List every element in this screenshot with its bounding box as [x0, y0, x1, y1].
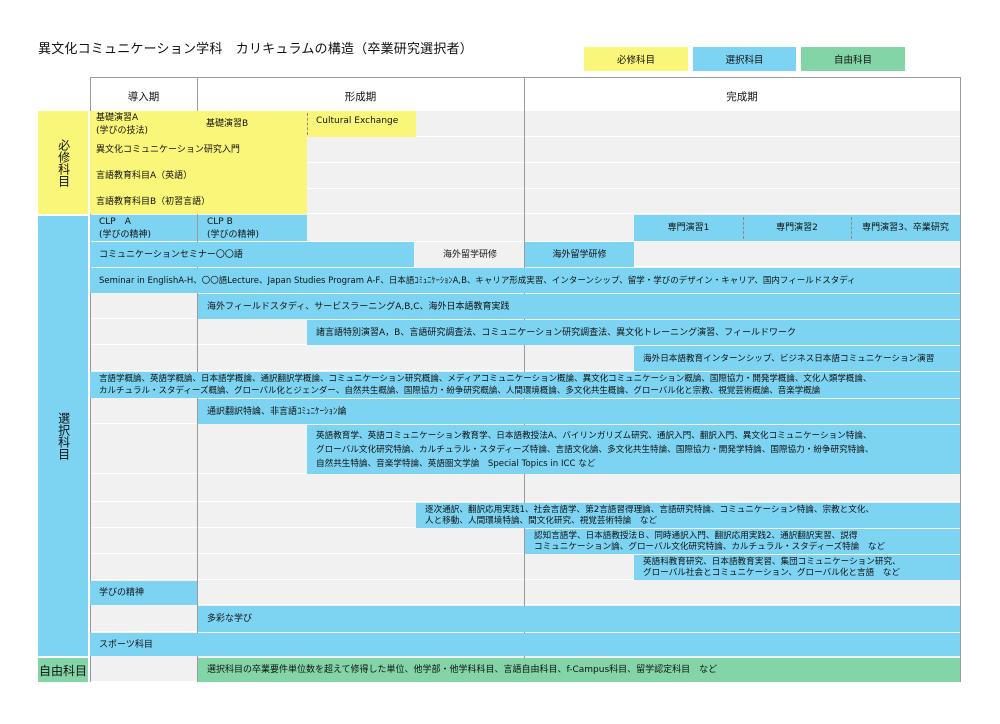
- group-elective: 選択科目: [38, 216, 88, 656]
- group-free: 自由科目: [38, 658, 88, 682]
- course-eigoka: 英語科教育研究、日本語教育実習、集団コミュニケーション研究、 グローバル社会とコ…: [634, 555, 960, 580]
- course-clp-a: CLP A (学びの精神): [90, 215, 197, 241]
- course-japanese-intern-label: 海外日本語教育インターンシップ、ビジネス日本語コミュニケーション演習: [643, 353, 935, 364]
- course-kiso-a: 基礎演習A (学びの技法): [90, 111, 197, 137]
- legend-elective: 選択科目: [693, 47, 796, 71]
- course-field-study: 海外フィールドスタディ、サービスラーニングA,B,C、海外日本語教育実践: [198, 294, 960, 319]
- course-special-seminar-label: 諸言語特別演習A，B、言語研究調査法、コミュニケーション研究調査法、異文化トレー…: [316, 327, 796, 338]
- course-kiso-a-line2: (学びの技法): [96, 125, 149, 136]
- course-comm-seminar: コミュニケーションセミナー〇〇語: [90, 242, 414, 267]
- course-gairon-line2: カルチュラル・スタディーズ概論、グローバル化とジェンダー、自然共生概論、国際協力…: [99, 385, 821, 396]
- course-kiso-a-line1: 基礎演習A: [96, 113, 139, 123]
- course-lang-b: 言語教育科目B（初習言語）: [90, 189, 307, 214]
- course-ninchi-line1: 認知言語学、日本語教授法Ｂ、同時通訳入門、翻訳応用実践2、通訳翻訳実習、説得: [534, 530, 858, 541]
- phase-formation: 形成期: [344, 90, 377, 103]
- course-eigoka-line1: 英語科教育研究、日本語教育実習、集団コミュニケーション研究、: [643, 556, 901, 567]
- course-eigo-kyoiku-line2: グローバル文化研究特論、カルチュラル・スタディーズ特論、言語文化論、多文化共生特…: [316, 445, 874, 455]
- course-clp-b: CLP B (学びの精神): [198, 215, 307, 241]
- course-ninchi: 認知言語学、日本語教授法Ｂ、同時通訳入門、翻訳応用実践2、通訳翻訳実習、説得 コ…: [525, 529, 960, 554]
- course-free-desc-label: 選択科目の卒業要件単位数を超えて修得した単位、他学部・他学科科目、言語自由科目、…: [207, 665, 718, 676]
- course-clp-a-line1: CLP A: [99, 217, 131, 227]
- legend-free: 自由科目: [801, 47, 905, 71]
- course-cultural-exchange-label: Cultural Exchange: [316, 116, 399, 127]
- group-free-label: 自由科目: [38, 663, 87, 678]
- course-ninchi-line2: コミュニケーション論、グローバル文化研究特論、カルチュラル・スタディーズ特論 な…: [534, 542, 886, 552]
- course-chikuji: 逐次通訳、翻訳応用実践1、社会言語学、第2言語習得理論、言語研究特論、コミュニケ…: [416, 503, 960, 528]
- group-required-label: 必修科目: [56, 138, 71, 187]
- course-clp-b-line2: (学びの精神): [207, 229, 260, 240]
- course-kiso-b: 基礎演習B: [197, 111, 307, 137]
- course-kaigai-1: 海外留学研修: [416, 242, 524, 267]
- course-kaigai-2: 海外留学研修: [525, 242, 634, 267]
- course-cultural-exchange: Cultural Exchange: [307, 111, 416, 137]
- course-tasai: 多彩な学び: [198, 606, 960, 632]
- course-comm-seminar-label: コミュニケーションセミナー〇〇語: [99, 249, 243, 260]
- divider-dashed: [851, 217, 852, 239]
- band-row: [90, 580, 960, 605]
- course-lang-b-label: 言語教育科目B（初習言語）: [96, 196, 211, 207]
- course-special-seminar: 諸言語特別演習A，B、言語研究調査法、コミュニケーション研究調査法、異文化トレー…: [307, 320, 960, 345]
- course-senmon-2-label: 専門演習2: [776, 223, 818, 234]
- course-seminar-english: Seminar in EnglishA-H、〇〇語Lecture、Japan S…: [90, 268, 960, 293]
- band-row: [90, 474, 960, 502]
- course-chikuji-line1: 逐次通訳、翻訳応用実践1、社会言語学、第2言語習得理論、言語研究特論、コミュニケ…: [425, 504, 875, 515]
- legend-required: 必修科目: [584, 47, 688, 71]
- course-chikuji-line2: 人と移動、人間環境特論、間文化研究、視覚芸術特論 など: [425, 516, 658, 526]
- course-eigo-kyoiku: 英語教育学、英語コミュニケーション教育学、日本語教授法A、バイリンガリズム研究、…: [307, 425, 960, 474]
- course-clp-a-line2: (学びの精神): [99, 229, 152, 240]
- course-ibunka-intro-label: 異文化コミュニケーション研究入門: [96, 145, 240, 156]
- course-field-study-label: 海外フィールドスタディ、サービスラーニングA,B,C、海外日本語教育実践: [207, 301, 510, 312]
- phase-completion: 完成期: [726, 90, 758, 103]
- course-tasai-label: 多彩な学び: [207, 614, 253, 625]
- course-senmon-2: 専門演習2: [743, 215, 851, 241]
- header-top-line: [90, 77, 961, 78]
- course-kaigai-1-label: 海外留学研修: [442, 249, 497, 260]
- course-japanese-intern: 海外日本語教育インターンシップ、ビジネス日本語コミュニケーション演習: [634, 346, 960, 371]
- group-elective-label: 選択科目: [56, 412, 71, 460]
- grid-line-right: [960, 77, 961, 682]
- course-tsuyaku-tokuron-label: 通訳翻訳特論、非言語ｺﾐｭﾆｹｰｼｮﾝ論: [207, 406, 347, 417]
- course-eigo-kyoiku-line1: 英語教育学、英語コミュニケーション教育学、日本語教授法A、バイリンガリズム研究、…: [316, 431, 872, 441]
- course-eigo-kyoiku-line3: 自然共生特論、音楽学特論、英語圏文学論 Special Topics in IC…: [316, 459, 596, 469]
- course-senmon-1: 専門演習1: [634, 215, 743, 241]
- course-gairon-line1: 言語学概論、英語学概論、日本語学概論、通訳翻訳学概論、コミュニケーション研究概論…: [99, 374, 872, 384]
- course-clp-b-line1: CLP B: [207, 217, 233, 227]
- course-ibunka-intro: 異文化コミュニケーション研究入門: [90, 137, 307, 163]
- course-kaigai-2-label: 海外留学研修: [552, 249, 607, 260]
- course-gairon: 言語学概論、英語学概論、日本語学概論、通訳翻訳学概論、コミュニケーション研究概論…: [90, 372, 960, 398]
- course-kiso-b-label: 基礎演習B: [206, 119, 249, 130]
- course-manabi-seishin-label: 学びの精神: [99, 588, 145, 599]
- course-lang-a-label: 言語教育科目A（英語）: [96, 171, 193, 182]
- course-tsuyaku-tokuron: 通訳翻訳特論、非言語ｺﾐｭﾆｹｰｼｮﾝ論: [198, 399, 960, 424]
- course-lang-a: 言語教育科目A（英語）: [90, 163, 307, 189]
- course-sports: スポーツ科目: [90, 633, 960, 656]
- course-senmon-3: 専門演習3、卒業研究: [851, 215, 960, 241]
- course-free-desc: 選択科目の卒業要件単位数を超えて修得した単位、他学部・他学科科目、言語自由科目、…: [198, 658, 960, 682]
- group-required: 必修科目: [38, 111, 88, 214]
- course-seminar-english-label: Seminar in EnglishA-H、〇〇語Lecture、Japan S…: [99, 275, 856, 286]
- course-senmon-3-label: 専門演習3、卒業研究: [862, 223, 949, 234]
- course-eigoka-line2: グローバル社会とコミュニケーション、グローバル化と言語 など: [643, 568, 900, 578]
- course-senmon-1-label: 専門演習1: [667, 223, 710, 234]
- course-sports-label: スポーツ科目: [99, 639, 153, 650]
- page-title: 異文化コミュニケーション学科 カリキュラムの構造（卒業研究選択者）: [38, 42, 473, 57]
- course-manabi-seishin: 学びの精神: [90, 581, 197, 605]
- divider-dashed: [743, 217, 744, 239]
- divider-dashed: [307, 113, 308, 135]
- phase-intro: 導入期: [127, 90, 160, 103]
